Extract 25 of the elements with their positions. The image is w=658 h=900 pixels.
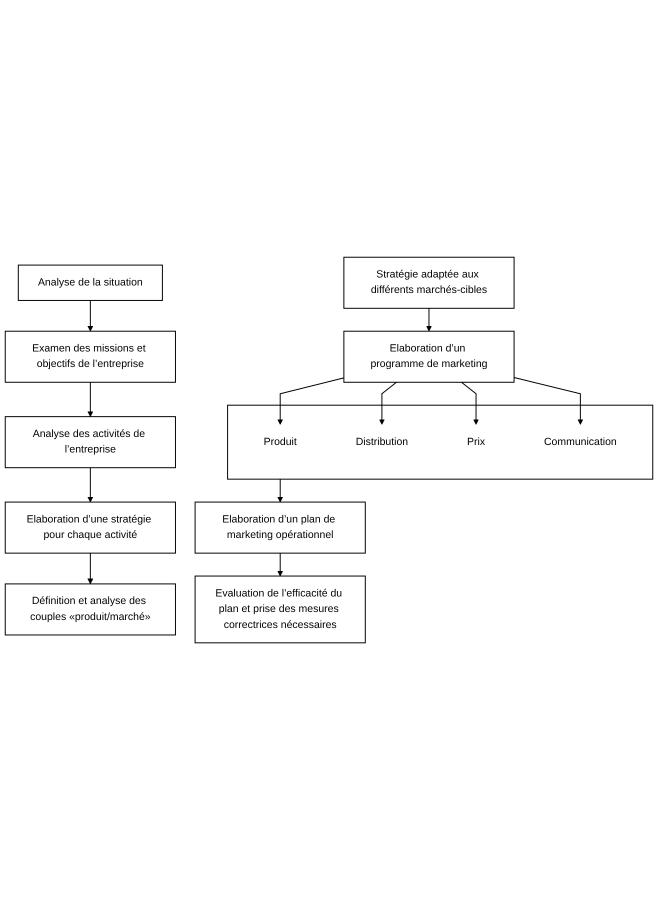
arrow xyxy=(87,552,94,584)
arrow xyxy=(514,377,584,425)
node-box: Examen des missions et objectifs de l’entreprise xyxy=(4,330,176,383)
node-box: Définition et analyse des couples «produit/marché» xyxy=(4,583,176,636)
arrow xyxy=(87,467,94,502)
arrow xyxy=(277,552,284,576)
node-box: Analyse de la situation xyxy=(18,264,163,301)
node-text: Prix xyxy=(467,436,486,448)
arrow xyxy=(87,382,94,417)
arrow xyxy=(379,382,397,425)
node-box: Elaboration d’un programme de marketing xyxy=(343,330,515,383)
node-text: Produit xyxy=(264,436,297,448)
node-text: Distribution xyxy=(356,436,408,448)
node-box: Analyse des activités de l’entreprise xyxy=(4,416,176,468)
arrow xyxy=(460,382,479,425)
arrow xyxy=(426,308,432,332)
arrow xyxy=(87,300,94,332)
node-box: Elaboration d’une stratégie pour chaque activité xyxy=(4,502,176,554)
node-box: Elaboration d’un plan de marketing opérationnel xyxy=(194,502,366,554)
node-text: Communication xyxy=(544,436,617,448)
arrow xyxy=(277,478,284,502)
cluster xyxy=(227,404,654,480)
node-box: Stratégie adaptée aux différents marchés-cibles xyxy=(343,256,515,309)
node-box: Evaluation de l’efficacité du plan et prise des mesures correctrices nécessaires xyxy=(194,576,366,644)
arrow xyxy=(277,377,344,425)
